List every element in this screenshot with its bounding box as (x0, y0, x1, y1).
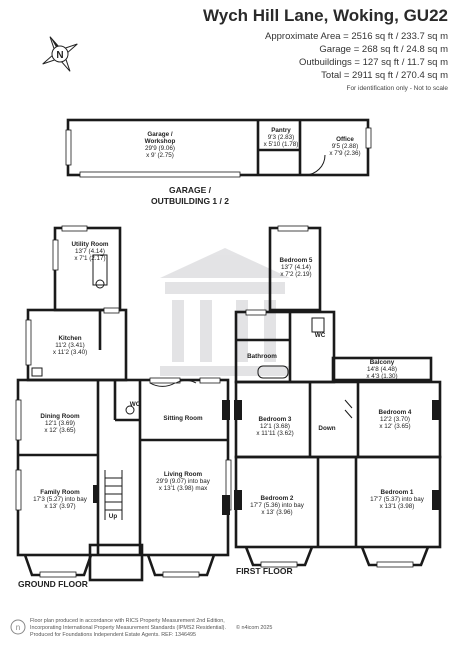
office-name: Office (336, 136, 354, 143)
first-floor-label: FIRST FLOOR (236, 566, 293, 576)
compass-letter: N (56, 50, 63, 61)
kitchen-dim1: 11'2 (3.41) (55, 342, 84, 349)
living-dim2: x 13'1 (3.98) max (159, 485, 208, 492)
footer-line-2: Incorporating International Property Mea… (30, 625, 226, 631)
bathroom-name: Bathroom (247, 353, 277, 360)
balcony-dim2: x 4'3 (1.30) (366, 373, 397, 380)
bed1-dim2: x 13'1 (3.98) (380, 503, 415, 510)
compass-icon: N (42, 36, 78, 72)
ground-floor (15, 225, 232, 582)
ground-stairs (104, 470, 123, 520)
kitchen-dim2: x 11'2 (3.40) (53, 349, 87, 356)
living-dim1: 29'9 (9.07) into bay (156, 478, 211, 485)
dining-name: Dining Room (40, 413, 80, 420)
ground-up: Up (109, 513, 118, 520)
kitchen-name: Kitchen (58, 335, 81, 342)
sitting-name: Sitting Room (163, 415, 203, 422)
office-dim2: x 7'9 (2.36) (329, 150, 360, 157)
footer-copyright: © n4icom 2025 (236, 625, 273, 631)
outbuilding (65, 118, 372, 178)
bed1-name: Bedroom 1 (381, 489, 414, 496)
first-wc: WC (315, 332, 326, 339)
family-dim1: 17'3 (5.27) into bay (33, 496, 88, 503)
approx-area: Approximate Area = 2516 sq ft / 233.7 sq… (265, 31, 448, 42)
dining-dim1: 12'1 (3.69) (45, 420, 75, 427)
bed3-name: Bedroom 3 (259, 416, 292, 423)
utility-name: Utility Room (71, 241, 108, 248)
bed1-dim1: 17'7 (5.37) into bay (370, 496, 425, 503)
scale-note: For identification only - Not to scale (346, 85, 448, 92)
outbuilding-label-1: GARAGE / (169, 185, 212, 195)
bed4-dim1: 12'2 (3.70) (380, 416, 410, 423)
outbuildings-area: Outbuildings = 127 sq ft / 11.7 sq m (298, 57, 448, 68)
first-floor (234, 225, 442, 568)
bed2-dim1: 17'7 (5.36) into bay (250, 502, 305, 509)
balcony-dim1: 14'8 (4.48) (367, 366, 397, 373)
bed3-dim2: x 11'11 (3.62) (256, 430, 293, 437)
footer-line-3: Produced for Foundations Independent Est… (30, 632, 197, 638)
garage-name: Garage / (147, 131, 172, 138)
bed3-dim1: 12'1 (3.68) (260, 423, 290, 430)
bed4-name: Bedroom 4 (379, 409, 412, 416)
outbuilding-outline (66, 118, 370, 177)
bed2-name: Bedroom 2 (261, 495, 294, 502)
footer-logo: n (10, 619, 26, 635)
pantry-dim1: 9'3 (2.83) (268, 134, 294, 141)
svg-text:n: n (16, 623, 20, 632)
bed4-dim2: x 12' (3.65) (379, 423, 410, 430)
watermark-logo (160, 248, 290, 376)
family-dim2: x 13' (3.97) (44, 503, 75, 510)
bed2-dim2: x 13' (3.96) (261, 509, 292, 516)
family-name: Family Room (40, 489, 80, 496)
bed5-dim1: 13'7 (4.14) (281, 264, 311, 271)
footer-line-1: Floor plan produced in accordance with R… (30, 618, 225, 624)
dining-dim2: x 12' (3.65) (44, 427, 75, 434)
balcony-name: Balcony (370, 359, 395, 366)
garage-area: Garage = 268 sq ft / 24.8 sq m (319, 44, 448, 55)
total-area: Total = 2911 sq ft / 270.4 sq m (321, 70, 448, 81)
ground-floor-label: GROUND FLOOR (18, 579, 88, 589)
utility-dim2: x 7'1 (2.17) (74, 255, 105, 262)
garage-dim2: x 9' (2.75) (146, 152, 174, 159)
pantry-dim2: x 5'10 (1.78) (264, 141, 299, 148)
bed5-name: Bedroom 5 (280, 257, 313, 264)
ground-wc: WC (130, 401, 141, 408)
page-title: Wych Hill Lane, Woking, GU22 (203, 6, 448, 25)
first-down: Down (318, 425, 335, 432)
garage-name-2: Workshop (145, 138, 176, 145)
garage-dim1: 29'9 (9.06) (145, 145, 175, 152)
office-dim1: 9'5 (2.88) (332, 143, 358, 150)
outbuilding-label-2: OUTBUILDING 1 / 2 (151, 196, 229, 206)
bed5-dim2: x 7'2 (2.19) (280, 271, 311, 278)
living-name: Living Room (164, 471, 203, 478)
pantry-name: Pantry (271, 127, 291, 134)
utility-dim1: 13'7 (4.14) (75, 248, 105, 255)
